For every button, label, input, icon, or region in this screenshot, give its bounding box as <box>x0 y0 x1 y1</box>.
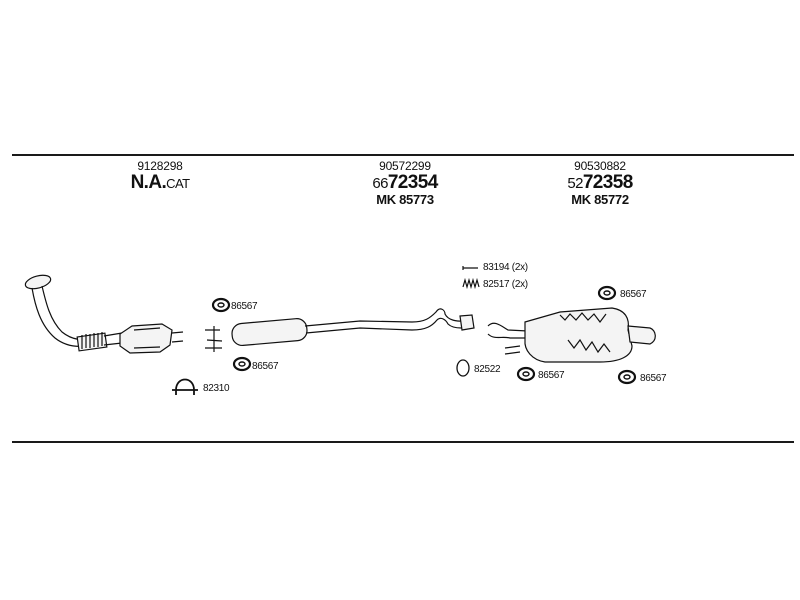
label-mount-front-upper: 86567 <box>231 301 258 312</box>
mount-front-lower-icon <box>232 356 252 372</box>
label-mount-rear-right: 86567 <box>640 373 667 384</box>
top-divider-line <box>12 154 794 156</box>
section-middle-header: 90572299 6672354 MK 85773 <box>350 160 460 206</box>
bottom-divider-line <box>12 441 794 443</box>
label-mount-rear-mid: 86567 <box>538 370 565 381</box>
middle-silencer-assembly <box>205 308 475 352</box>
section-front-suffix: CAT <box>166 175 190 191</box>
section-middle-prefix: 66 <box>372 174 388 192</box>
mount-front-upper-icon <box>211 297 231 313</box>
catalytic-converter <box>119 323 184 354</box>
mount-rear-right-icon <box>617 369 637 385</box>
flex-bellows <box>76 332 108 352</box>
section-rear-oe-number: 90530882 <box>574 159 626 173</box>
bolt-icon <box>462 266 478 270</box>
label-mount-rear-upper: 86567 <box>620 289 647 300</box>
ring-rear-icon <box>456 359 470 377</box>
section-rear-code: 72358 <box>582 171 633 193</box>
label-spring-rear: 82517 (2x) <box>483 279 528 290</box>
section-middle-mk: MK 85773 <box>376 191 434 207</box>
section-rear-prefix: 52 <box>567 174 583 192</box>
section-front-oe-number: 9128298 <box>137 159 183 173</box>
section-middle-code: 72354 <box>387 171 438 193</box>
section-rear-header: 90530882 5272358 MK 85772 <box>545 160 655 206</box>
rear-silencer <box>487 307 656 363</box>
front-pipe <box>24 274 123 352</box>
section-rear-mk: MK 85772 <box>571 191 629 207</box>
mount-rear-mid-icon <box>516 366 536 382</box>
label-ring-rear: 82522 <box>474 364 501 375</box>
spring-icon <box>462 277 480 290</box>
section-front-code: N.A. <box>130 171 167 193</box>
section-front-header: 9128298 N.A.CAT <box>115 160 205 193</box>
label-clamp-front: 82310 <box>203 383 230 394</box>
label-bolt-rear: 83194 (2x) <box>483 262 528 273</box>
clamp-front-icon <box>172 378 198 395</box>
section-middle-oe-number: 90572299 <box>379 159 431 173</box>
mount-rear-upper-icon <box>597 285 617 301</box>
label-mount-front-lower: 86567 <box>252 361 279 372</box>
